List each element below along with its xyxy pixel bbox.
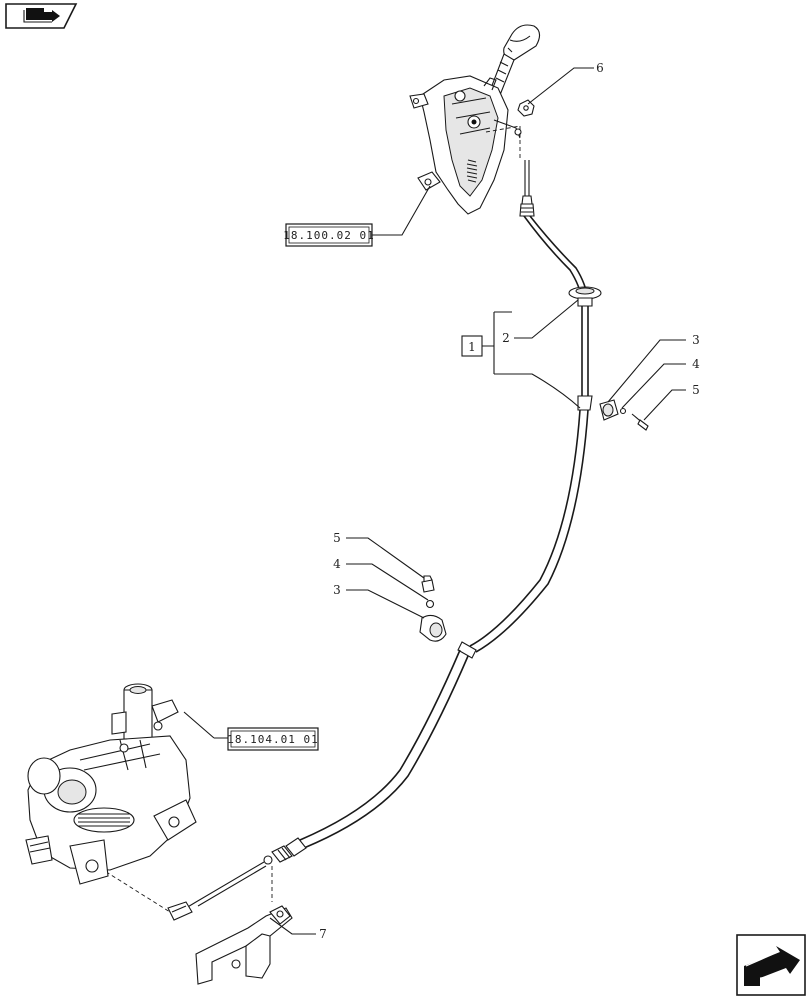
assembly-box: 1	[461, 335, 483, 357]
callout-3-mid: 3	[333, 583, 341, 597]
gear-shift-lever-assembly	[409, 24, 541, 215]
callout-4-top: 4	[692, 357, 700, 371]
ref-label-transmission: 18.104.01 01	[227, 733, 318, 746]
clamp-right	[599, 399, 649, 431]
callout-4-mid: 4	[333, 557, 341, 571]
callout-7: 7	[319, 927, 327, 941]
nut-part-6	[517, 99, 535, 117]
shift-knob	[503, 24, 541, 61]
assembly-label: 1	[468, 340, 476, 354]
next-page-arrow-icon[interactable]	[736, 934, 806, 996]
ref-box-gear-lever[interactable]: 18.100.02 01	[283, 223, 374, 247]
callout-6: 6	[596, 61, 604, 75]
transmission-housing	[25, 683, 197, 885]
shift-cable	[167, 160, 602, 921]
callout-2: 2	[502, 331, 510, 345]
callout-3-top: 3	[692, 333, 700, 347]
book-arrow-icon[interactable]	[5, 3, 78, 29]
ref-box-transmission[interactable]: 18.104.01 01	[227, 727, 319, 751]
ref-label-gear-lever: 18.100.02 01	[283, 229, 374, 242]
callout-5-mid: 5	[333, 531, 341, 545]
clamp-mid	[419, 575, 447, 642]
callout-5-top: 5	[692, 383, 700, 397]
mounting-bracket-part-7	[195, 905, 293, 985]
